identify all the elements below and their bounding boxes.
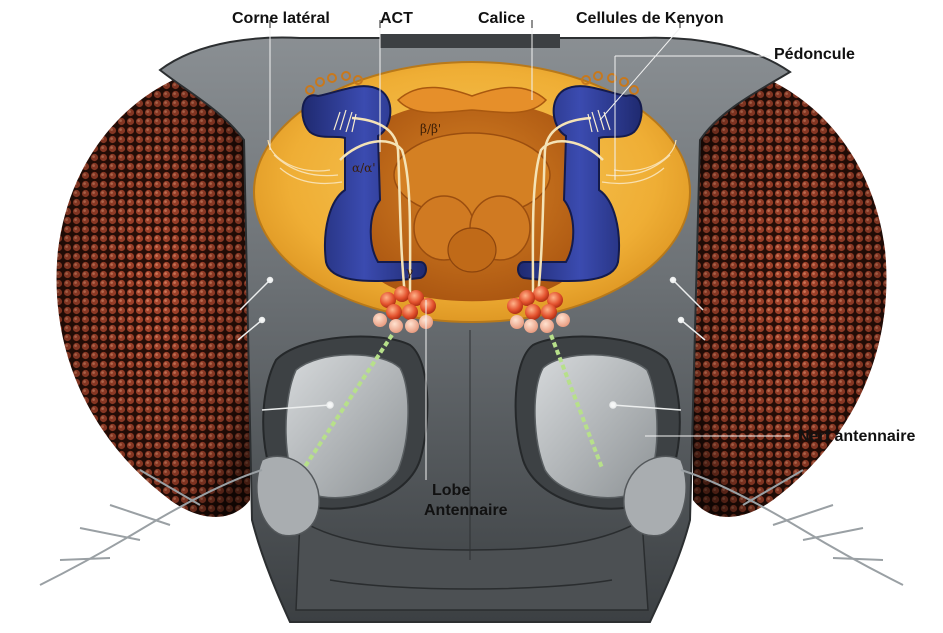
label-peduncle: Pédoncule [774, 46, 855, 64]
left-compound-eye [57, 62, 250, 517]
label-beta-lobe: β/β' [420, 122, 441, 136]
label-calyx: Calice [478, 10, 525, 28]
label-antennal-nerve: Nerf antennaire [798, 428, 915, 446]
label-act: ACT [380, 10, 413, 28]
label-antennal-lobe-line1: Lobe [432, 482, 470, 500]
label-gamma-lobe: γ [406, 265, 413, 279]
label-kenyon-cells: Cellules de Kenyon [576, 10, 724, 28]
label-alpha-lobe: α/α' [352, 161, 376, 175]
right-compound-eye [693, 62, 886, 517]
label-antennal-lobe-line2: Antennaire [424, 502, 508, 520]
label-lateral-horn: Corne latéral [232, 10, 330, 28]
